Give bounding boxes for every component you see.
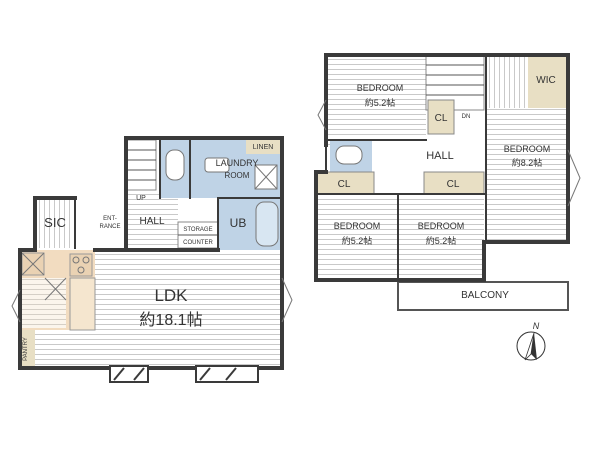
hall-2f-floor	[372, 140, 484, 172]
window-1f-south-1	[109, 365, 149, 383]
hall-2f-label: HALL	[426, 150, 454, 162]
entrance-label-2: RANCE	[99, 224, 120, 230]
stairs-up-label: UP	[136, 195, 146, 202]
stairs-1f	[125, 139, 157, 191]
bedroom-e-floor	[486, 108, 568, 242]
ldk-size-label: 約18.1帖	[139, 311, 202, 329]
toilet-icon	[165, 149, 185, 181]
bedroom-sw-label: BEDROOM	[334, 221, 381, 231]
bedroom-nw-label: BEDROOM	[357, 83, 404, 93]
wic-label: WIC	[536, 75, 555, 86]
hall-floor	[126, 190, 178, 250]
counter-label: COUNTER	[183, 240, 213, 246]
bedroom-sc-size: 約5.2帖	[426, 235, 457, 246]
kitchen-counter	[69, 277, 96, 331]
closet-left-label: CL	[338, 179, 351, 190]
hall-1f-label: HALL	[139, 216, 164, 227]
sic-label: SIC	[44, 215, 66, 230]
bay-window-2f-east	[567, 149, 581, 207]
sic-floor	[35, 198, 75, 248]
bedroom-sc-label: BEDROOM	[418, 221, 465, 231]
sink-icon	[204, 157, 230, 173]
bathtub-icon	[255, 201, 279, 247]
closet-top	[427, 99, 455, 135]
closet-right-label: CL	[447, 179, 460, 190]
pantry-area	[20, 330, 35, 368]
bedroom-sw-size: 約5.2帖	[342, 235, 373, 246]
toilet-2f-icon	[335, 145, 363, 165]
laundry-label-2: ROOM	[225, 171, 250, 180]
storage-label: STORAGE	[183, 227, 212, 233]
ldk-floor	[95, 250, 281, 368]
stove-icon	[69, 253, 93, 277]
upper-east-floor	[486, 55, 528, 108]
laundry-label-1: LAUNDRY	[216, 158, 259, 168]
compass-icon: N	[516, 321, 546, 361]
bedroom-sw-floor	[316, 194, 398, 280]
bedroom-nw-size: 約5.2帖	[365, 97, 396, 108]
compass-north-label: N	[533, 321, 540, 331]
ldk-label: LDK	[154, 286, 188, 305]
bedroom-e-label: BEDROOM	[504, 144, 551, 154]
bay-window-east	[281, 277, 293, 323]
ldk-floor-west	[35, 330, 97, 368]
bay-window-west	[11, 289, 21, 323]
ub-label: UB	[230, 216, 247, 230]
entrance-floor	[75, 198, 125, 248]
linen-label: LINEN	[253, 144, 274, 151]
bedroom-e-size: 約8.2帖	[512, 157, 543, 168]
second-floor: BEDROOM 約5.2帖 BEDROOM 約8.2帖 BEDROOM 約5.2…	[314, 53, 581, 311]
bedroom-sc-floor	[398, 194, 484, 280]
pantry-label: PANTRY	[23, 337, 29, 361]
closet-top-label: CL	[435, 113, 448, 124]
bay-window-2f-west	[317, 99, 327, 131]
first-floor: LDK 約18.1帖 SIC ENT- RANCE HALL UP LAUNDR…	[11, 136, 293, 383]
entrance-label-1: ENT-	[103, 216, 117, 222]
linen-closet	[246, 138, 280, 154]
stairs-down-label: DN	[462, 114, 471, 120]
wic-area	[528, 55, 568, 108]
balcony-label: BALCONY	[461, 290, 509, 301]
window-1f-south-2	[195, 365, 259, 383]
bedroom-nw-floor	[326, 55, 426, 145]
